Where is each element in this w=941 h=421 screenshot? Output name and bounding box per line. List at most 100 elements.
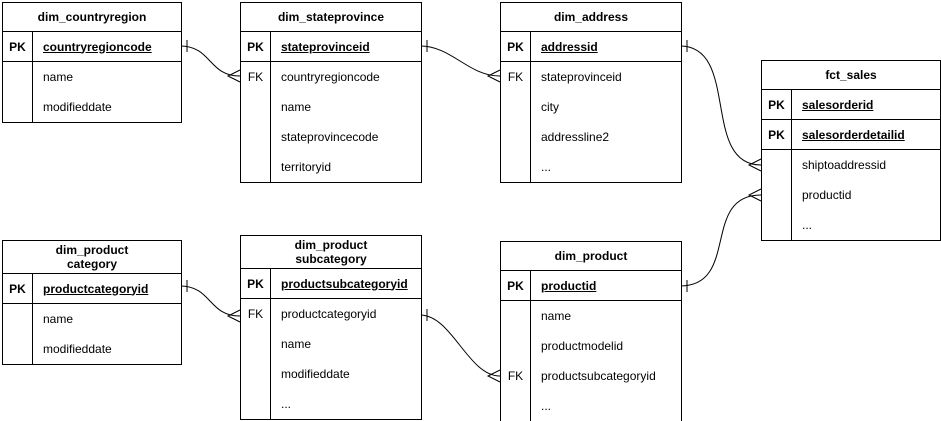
field-name: productcategoryid bbox=[281, 307, 377, 321]
connector-line[interactable] bbox=[419, 45, 501, 77]
pk-badge: PK bbox=[501, 271, 531, 300]
key-badge bbox=[762, 180, 792, 210]
key-badge bbox=[3, 92, 33, 122]
field-row: name bbox=[501, 301, 681, 331]
entity-dim-stateprovince[interactable]: dim_stateprovince PK stateprovinceid FK … bbox=[240, 2, 422, 183]
field-name: ... bbox=[802, 218, 813, 232]
crow-foot-icon bbox=[747, 188, 762, 202]
pk-row: PK stateprovinceid bbox=[241, 32, 421, 62]
pk-column-name: stateprovinceid bbox=[281, 39, 370, 54]
pk-badge: PK bbox=[762, 90, 792, 119]
entity-title: dim_address bbox=[501, 3, 681, 32]
entity-dim-product[interactable]: dim_product PK productid name productmod… bbox=[500, 241, 682, 421]
field-name: ... bbox=[281, 397, 292, 411]
entity-title-line: dim_countryregion bbox=[37, 10, 147, 24]
field-name: name bbox=[281, 337, 312, 351]
entity-title: fct_sales bbox=[762, 61, 940, 90]
connector-line[interactable] bbox=[179, 45, 241, 77]
field-name: modifieddate bbox=[281, 367, 350, 381]
connector-subcategory-product[interactable] bbox=[419, 309, 501, 383]
connector-line[interactable] bbox=[679, 45, 762, 166]
field-name: name bbox=[43, 312, 74, 326]
crow-foot-icon bbox=[747, 158, 762, 172]
crow-foot-icon bbox=[226, 69, 241, 83]
key-badge bbox=[241, 92, 271, 122]
crow-foot-icon bbox=[486, 369, 501, 383]
pk-column-name: addressid bbox=[541, 39, 598, 54]
pk-badge: PK bbox=[3, 274, 33, 303]
fk-badge: FK bbox=[501, 62, 531, 92]
entity-dim-productsubcategory[interactable]: dim_product subcategory PK productsubcat… bbox=[240, 235, 422, 420]
key-badge bbox=[241, 359, 271, 389]
entity-title-line: category bbox=[66, 257, 118, 271]
connector-productcategory-subcategory[interactable] bbox=[179, 280, 241, 323]
entity-dim-address[interactable]: dim_address PK addressid FK stateprovinc… bbox=[500, 2, 682, 183]
entity-title-line: dim_address bbox=[553, 10, 629, 24]
key-badge bbox=[241, 389, 271, 419]
key-badge bbox=[3, 304, 33, 334]
entity-title: dim_product category bbox=[3, 241, 181, 274]
entity-title: dim_product subcategory bbox=[241, 236, 421, 269]
key-badge bbox=[241, 152, 271, 182]
field-row: ... bbox=[762, 210, 940, 240]
field-name: stateprovinceid bbox=[541, 70, 622, 84]
field-name: productsubcategoryid bbox=[541, 369, 656, 383]
pk-row: PK productid bbox=[501, 271, 681, 301]
pk-row: PK productcategoryid bbox=[3, 274, 181, 304]
field-name: countryregioncode bbox=[281, 70, 380, 84]
entity-fct-sales[interactable]: fct_sales PK salesorderid PK salesorderd… bbox=[761, 60, 941, 241]
pk-row: PK addressid bbox=[501, 32, 681, 62]
key-badge bbox=[501, 122, 531, 152]
pk-column-name: productsubcategoryid bbox=[281, 276, 408, 291]
pk-badge: PK bbox=[241, 269, 271, 298]
pk-row: PK salesorderdetailid bbox=[762, 120, 940, 150]
entity-title-line: dim_product bbox=[554, 249, 628, 263]
field-name: stateprovincecode bbox=[281, 130, 379, 144]
field-row: addressline2 bbox=[501, 122, 681, 152]
pk-column-name: productcategoryid bbox=[43, 281, 149, 296]
field-name: name bbox=[541, 309, 572, 323]
field-row: FK productcategoryid bbox=[241, 299, 421, 329]
entity-dim-countryregion[interactable]: dim_countryregion PK countryregioncode n… bbox=[2, 2, 182, 123]
field-row: territoryid bbox=[241, 152, 421, 182]
key-badge bbox=[501, 391, 531, 421]
key-badge bbox=[3, 62, 33, 92]
field-row: modifieddate bbox=[241, 359, 421, 389]
field-name: modifieddate bbox=[43, 100, 112, 114]
field-row: city bbox=[501, 92, 681, 122]
entity-dim-productcategory[interactable]: dim_product category PK productcategoryi… bbox=[2, 240, 182, 365]
fk-badge: FK bbox=[241, 62, 271, 92]
pk-column-name: salesorderid bbox=[802, 97, 874, 112]
connector-countryregion-stateprovince[interactable] bbox=[179, 40, 241, 83]
pk-row: PK productsubcategoryid bbox=[241, 269, 421, 299]
field-row: productmodelid bbox=[501, 331, 681, 361]
connector-line[interactable] bbox=[179, 285, 241, 317]
field-row: ... bbox=[501, 152, 681, 182]
field-row: stateprovincecode bbox=[241, 122, 421, 152]
field-name: productmodelid bbox=[541, 339, 624, 353]
entity-title: dim_product bbox=[501, 242, 681, 271]
connector-address-fctsales[interactable] bbox=[679, 40, 762, 172]
pk-badge: PK bbox=[3, 32, 33, 61]
connector-product-fctsales[interactable] bbox=[679, 188, 762, 292]
crow-foot-icon bbox=[486, 69, 501, 83]
field-name: name bbox=[281, 100, 312, 114]
entity-title: dim_countryregion bbox=[3, 3, 181, 32]
entity-title-line: dim_product bbox=[55, 243, 129, 257]
field-name: shiptoaddressid bbox=[802, 158, 887, 172]
pk-row: PK countryregioncode bbox=[3, 32, 181, 62]
field-row: FK productsubcategoryid bbox=[501, 361, 681, 391]
field-row: name bbox=[3, 304, 181, 334]
pk-badge: PK bbox=[762, 120, 792, 149]
connector-line[interactable] bbox=[679, 194, 762, 287]
key-badge bbox=[501, 92, 531, 122]
connector-line[interactable] bbox=[419, 314, 501, 377]
crow-foot-icon bbox=[226, 309, 241, 323]
connector-stateprovince-address[interactable] bbox=[419, 40, 501, 83]
field-row: shiptoaddressid bbox=[762, 150, 940, 180]
entity-title: dim_stateprovince bbox=[241, 3, 421, 32]
field-name: productid bbox=[802, 188, 852, 202]
field-row: FK stateprovinceid bbox=[501, 62, 681, 92]
field-name: city bbox=[541, 100, 559, 114]
